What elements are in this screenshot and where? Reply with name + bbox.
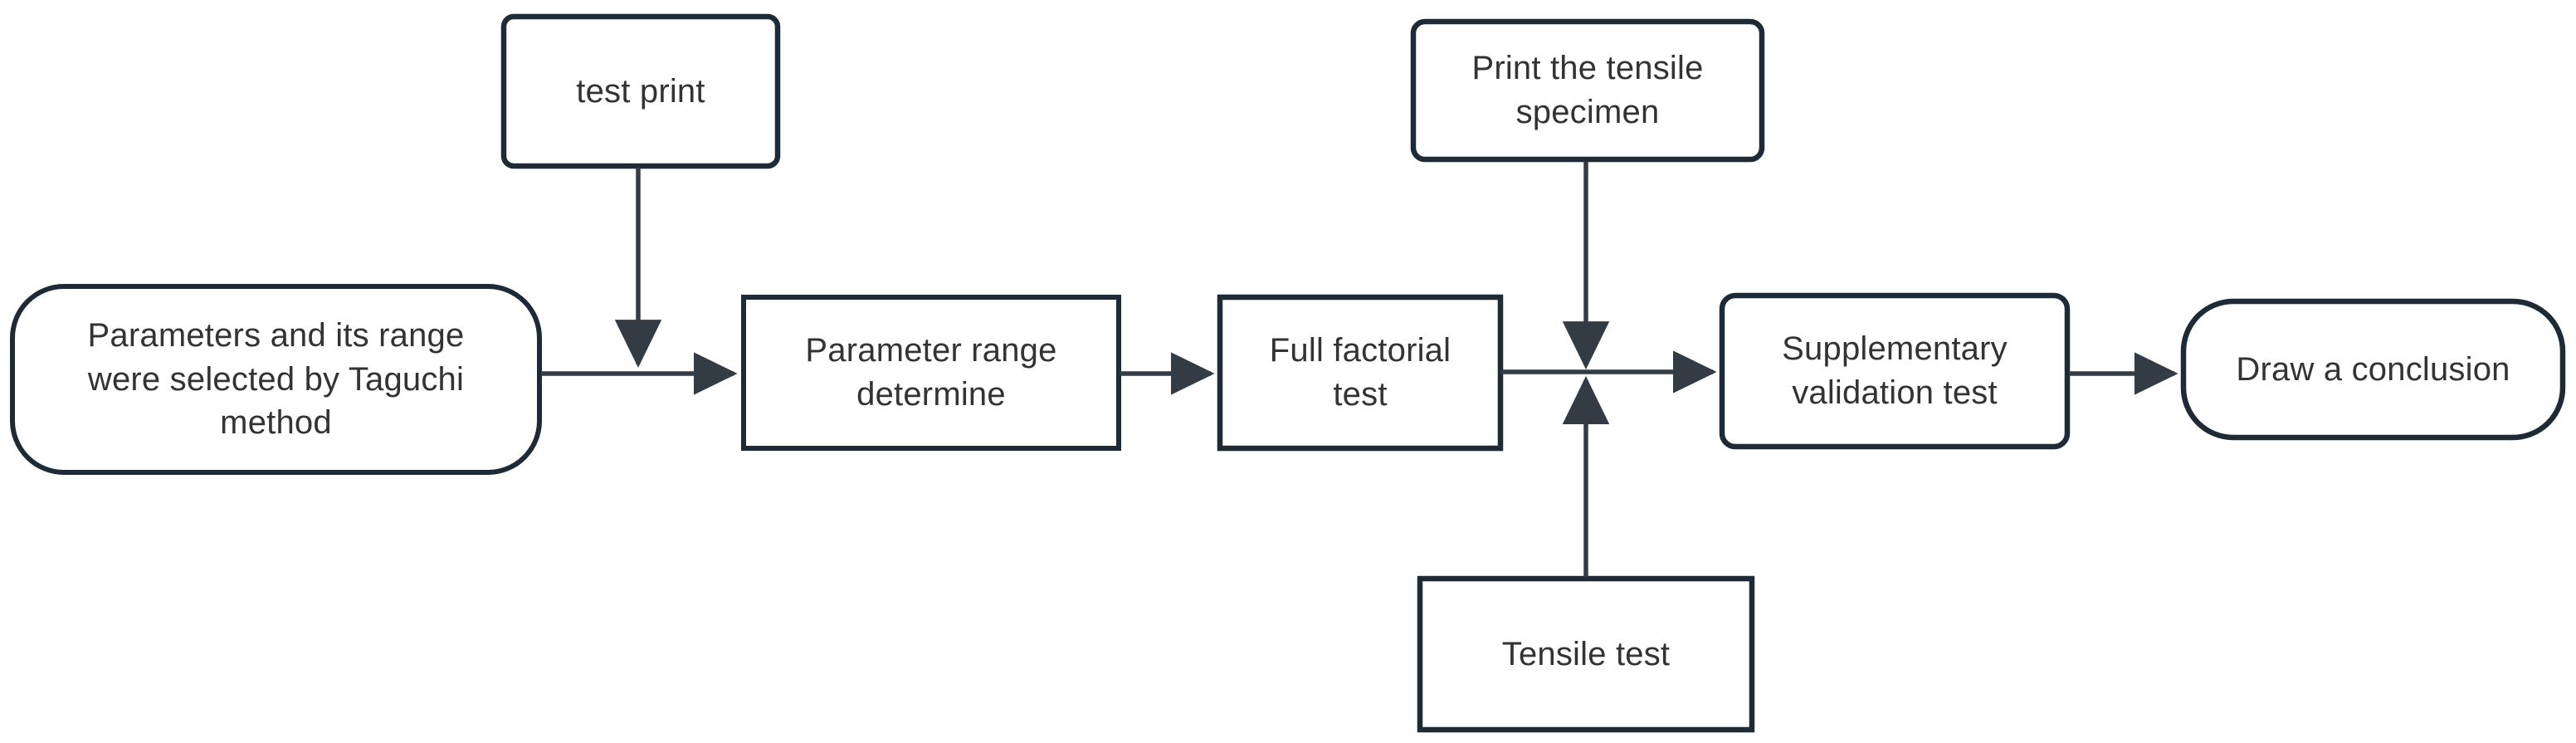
- node-shape-parameter-range-determine[interactable]: [741, 295, 1121, 451]
- node-shape-full-factorial-test[interactable]: [1217, 294, 1504, 452]
- node-shape-parameters-taguchi[interactable]: [10, 284, 542, 475]
- node-shape-supplementary-validation-test[interactable]: [1719, 292, 2071, 450]
- node-shape-tensile-test[interactable]: [1417, 575, 1755, 733]
- node-shape-test-print[interactable]: [500, 13, 781, 169]
- node-shape-draw-a-conclusion[interactable]: [2180, 298, 2566, 441]
- node-shape-print-tensile-specimen[interactable]: [1410, 18, 1765, 163]
